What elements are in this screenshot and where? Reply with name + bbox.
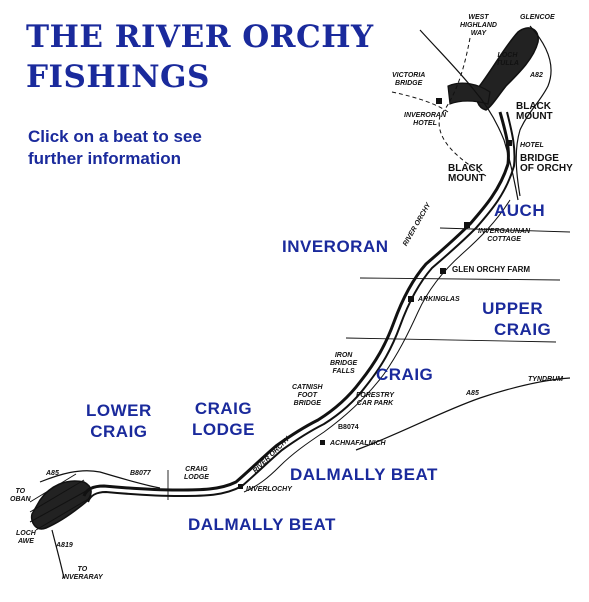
building-inverlochy [238,484,243,489]
label-to-oban: TO OBAN [10,488,31,503]
building-arkinglas [408,296,414,302]
label-inveroran-hotel: INVERORAN HOTEL [404,112,447,127]
road-a85-west [39,470,161,489]
label-forestry-car-park: FORESTRY CAR PARK [356,392,394,407]
label-to-inveraray: TO INVERARAY [62,566,103,581]
label-glencoe: GLENCOE [520,14,555,21]
label-a85-east: A85 [466,390,479,397]
label-loch-awe: LOCH AWE [16,530,36,545]
page-title-line2: FISHINGS [26,59,210,95]
page-title-line1: THE RIVER ORCHY [26,19,374,55]
building-glen-orchy-farm [440,268,446,274]
label-catnish-foot-bridge: CATNISH FOOT BRIDGE [292,384,323,407]
building-achnafalnich [320,440,325,445]
beat-inveroran[interactable]: INVERORAN [282,237,389,256]
building-inveroran-hotel [436,98,442,104]
beat-craig-lodge[interactable]: CRAIG LODGE [192,399,255,439]
loch-awe-hatch [29,473,91,531]
label-b8074: B8074 [338,424,359,431]
track-west-highland-way [438,37,487,177]
road-b8074 [243,199,511,493]
beat-auch[interactable]: AUCH [494,201,546,220]
label-loch-tulla: LOCH TULLA [496,52,519,67]
river-orchy-line-b [87,111,516,503]
beat-dalmally-upper[interactable]: DALMALLY BEAT [290,465,438,484]
label-glen-orchy-farm: GLEN ORCHY FARM [452,265,531,274]
label-black-mount-east: BLACK MOUNT [516,101,553,122]
label-arkinglas: ARKINGLAS [418,296,460,303]
beat-upper-craig[interactable]: UPPER CRAIG [482,299,552,339]
instruction-line2: further information [28,149,181,168]
instruction-line1: Click on a beat to see [28,127,202,146]
river-orchy-line-a [82,111,510,497]
label-black-mount-west: BLACK MOUNT [448,163,485,184]
boundary-auch [439,227,571,233]
loch-tulla-west-shape [447,82,491,105]
beat-dalmally-lower[interactable]: DALMALLY BEAT [188,515,336,534]
building-invergaunan [464,222,470,228]
beat-lower-craig[interactable]: LOWER CRAIG [86,401,152,441]
road-a82-north [515,25,552,197]
beat-craig[interactable]: CRAIG [376,365,434,384]
label-tyndrum: TYNDRUM [528,376,563,383]
label-b8077: B8077 [130,470,151,477]
label-invergaunan-cottage: INVERGAUNAN COTTAGE [478,228,531,243]
label-achnafalnich: ACHNAFALNICH [330,440,386,447]
road-a85-east [355,377,571,451]
label-a82: A82 [530,72,543,79]
building-bridge-of-orchy-hotel [506,140,512,146]
label-a85-west: A85 [46,470,59,477]
boundary-upper-craig [345,337,557,343]
boundary-glen-orchy-farm [359,277,561,281]
road-a82 [419,29,519,201]
label-iron-bridge-falls: IRON BRIDGE FALLS [330,352,358,375]
label-a819: A819 [56,542,73,549]
track-black-mount [391,91,449,113]
label-inverlochy: INVERLOCHY [246,486,292,493]
road-a819 [51,529,65,579]
label-craig-lodge-place: CRAIG LODGE [184,466,209,481]
loch-tulla-shape [475,27,539,111]
label-west-highland-way: WEST HIGHLAND WAY [460,14,497,37]
label-hotel: HOTEL [520,142,544,149]
label-victoria-bridge: VICTORIA BRIDGE [392,72,426,87]
label-bridge-of-orchy: BRIDGE OF ORCHY [520,153,573,174]
